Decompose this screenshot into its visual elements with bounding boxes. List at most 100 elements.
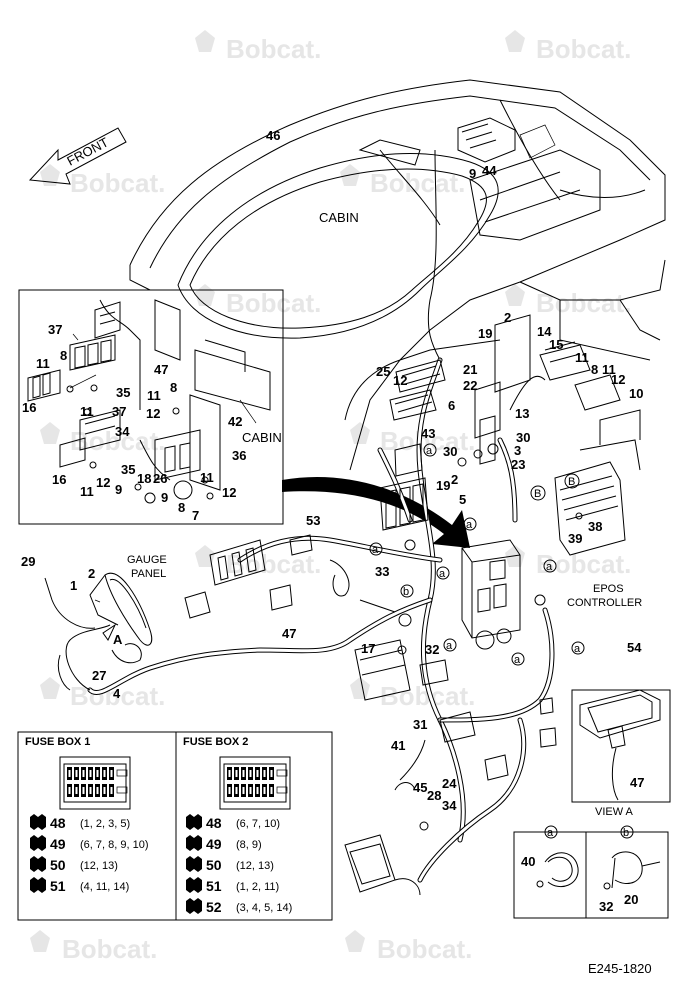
part-number: 14: [537, 324, 552, 339]
fuse-slot-window: [256, 787, 259, 794]
fuse-slot-window: [68, 787, 71, 794]
callout-a: a: [426, 445, 433, 457]
part-number: 47: [154, 362, 168, 377]
fuse-number: 50: [50, 857, 66, 873]
bobcat-logo-icon: [345, 930, 365, 952]
part-number: 33: [375, 564, 389, 579]
part-number: 3: [514, 443, 521, 458]
part-number: 2: [451, 472, 458, 487]
callout-a: a: [439, 568, 446, 580]
fuse-circuits: (12, 13): [236, 860, 274, 872]
fuse-number: 49: [206, 836, 222, 852]
part-number: 46: [266, 128, 280, 143]
fuse-circuits: (1, 2, 11): [236, 881, 279, 893]
epos-label-line2: CONTROLLER: [567, 597, 642, 609]
part-number: 53: [306, 513, 320, 528]
part-number: 12: [611, 372, 625, 387]
epos-label-line1: EPOS: [593, 583, 624, 595]
part-number: 34: [442, 798, 457, 813]
fuse-slot-window: [68, 770, 71, 777]
fuse-number: 51: [206, 878, 222, 894]
watermark-text: Bobcat.: [536, 34, 631, 64]
part-number: 31: [413, 717, 427, 732]
part-number: 25: [376, 364, 390, 379]
fuse-box-2-title: FUSE BOX 2: [183, 736, 248, 748]
inset-fuse-relay-panel: CABIN: [18, 289, 284, 525]
part-number: 8: [170, 380, 177, 395]
callout-b: b: [623, 827, 629, 839]
fuse-circuits: (8, 9): [236, 839, 262, 851]
part-number: 8: [178, 500, 185, 515]
cabin-roof: CABIN: [129, 79, 666, 471]
callout-a: a: [514, 654, 521, 666]
epos-controller: EPOS CONTROLLER: [554, 409, 642, 609]
watermark-text: Bobcat.: [226, 34, 321, 64]
fuse-slots: [227, 767, 288, 797]
fuse-slot-window: [103, 787, 106, 794]
fuse-slot-window: [256, 770, 259, 777]
part-number: 11: [147, 388, 161, 403]
fuse-slot-window: [89, 787, 92, 794]
bobcat-logo-icon: [40, 677, 60, 699]
part-number: 21: [463, 362, 477, 377]
connector-group-lower: [344, 539, 557, 896]
part-number: 19: [436, 478, 450, 493]
part-number: 12: [222, 485, 236, 500]
fuse-circuits: (3, 4, 5, 14): [236, 902, 292, 914]
part-number: 11: [36, 356, 50, 371]
part-number: 37: [112, 404, 126, 419]
bobcat-logo-icon: [40, 422, 60, 444]
fuse-box-1-rows: 48(1, 2, 3, 5)49(6, 7, 8, 9, 10)50(12, 1…: [30, 814, 148, 894]
part-number: 8: [60, 348, 67, 363]
fuse-slot-window: [249, 787, 252, 794]
part-number: 1: [70, 578, 77, 593]
fuse-number: 48: [206, 815, 222, 831]
fuse-slot-window: [103, 770, 106, 777]
fuse-slot-window: [75, 787, 78, 794]
fuse-icon: [30, 814, 46, 830]
fuse-slot-window: [263, 787, 266, 794]
fuse-label-plate: [276, 769, 288, 777]
fuse-label-plate: [276, 786, 288, 794]
fuse-slot-window: [242, 787, 245, 794]
callout-a: a: [547, 827, 554, 839]
callout-markers: a a a a b a a a a B B: [369, 443, 585, 666]
part-number: 15: [549, 337, 563, 352]
fuse-icon: [186, 835, 202, 851]
part-number: 4: [113, 686, 121, 701]
part-number: 5: [459, 492, 466, 507]
fuse-circuits: (1, 2, 3, 5): [80, 818, 130, 830]
fuse-icon: [186, 898, 202, 914]
callout-B: B: [568, 476, 575, 488]
part-number: 16: [22, 400, 36, 415]
fuse-slot-window: [110, 770, 113, 777]
fuse-number: 51: [50, 878, 66, 894]
gauge-panel-label-line1: GAUGE: [127, 554, 167, 566]
fuse-slot-window: [270, 770, 273, 777]
part-number: 11: [80, 404, 94, 419]
part-number: 2: [504, 310, 511, 325]
part-number: 11: [602, 362, 616, 377]
fuse-box-2-graphic: [219, 756, 291, 810]
part-number: 20: [624, 892, 638, 907]
watermark-text: Bobcat.: [536, 549, 631, 579]
bobcat-logo-icon: [350, 677, 370, 699]
fuse-box-1-graphic: [59, 756, 131, 810]
part-number: 29: [21, 554, 35, 569]
watermark-text: Bobcat.: [370, 168, 465, 198]
fuse-number: 50: [206, 857, 222, 873]
fuse-icon: [30, 856, 46, 872]
drawing-id: E245-1820: [588, 961, 652, 976]
part-number-labels: 46 9 44 37 8 11 16 47 35 11 37 8 11 12 4…: [21, 128, 643, 813]
fuse-slot-window: [270, 787, 273, 794]
central-relay-block: [461, 539, 521, 650]
part-number: 7: [192, 508, 199, 523]
part-number: 9: [115, 482, 122, 497]
part-number: 2: [88, 566, 95, 581]
fuse-slots: [67, 767, 128, 797]
gauge-panel: GAUGE PANEL A: [44, 554, 167, 691]
part-number: 54: [627, 640, 642, 655]
fuse-slot-window: [96, 770, 99, 777]
callout-a: a: [546, 561, 553, 573]
watermark-text: Bobcat.: [70, 168, 165, 198]
